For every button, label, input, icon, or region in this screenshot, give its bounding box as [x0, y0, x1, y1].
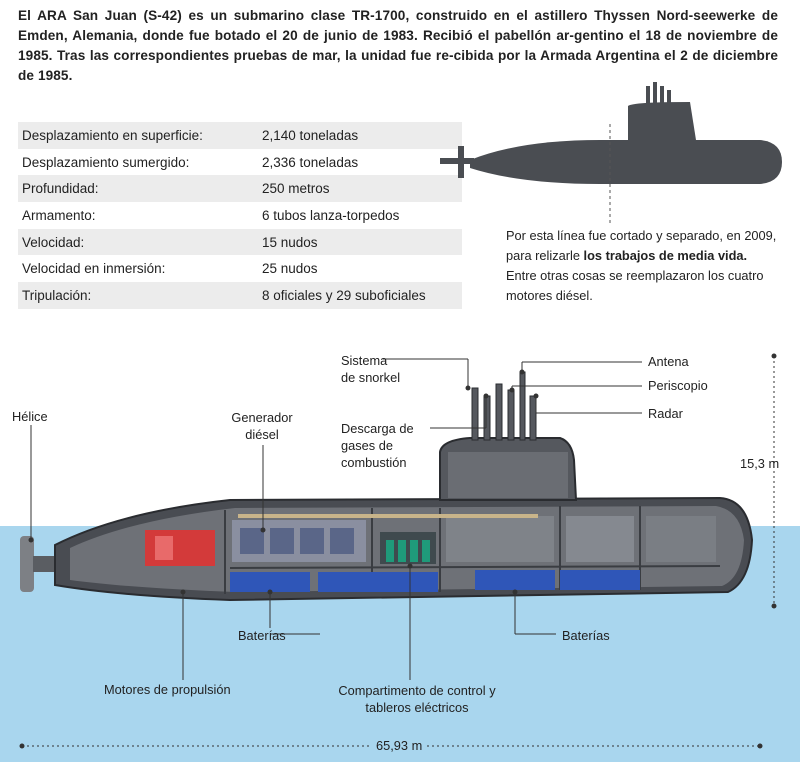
submarine-cutaway — [20, 371, 754, 602]
spec-value: 2,140 toneladas — [258, 122, 462, 149]
submarine-silhouette — [440, 82, 782, 226]
label-antena: Antena — [648, 354, 689, 369]
control-panels — [386, 540, 394, 562]
radar-mast — [529, 395, 537, 441]
label-periscopio: Periscopio — [648, 378, 708, 393]
spec-label: Armamento: — [22, 207, 96, 223]
label-motores: Motores de propulsión — [104, 682, 231, 697]
spec-label: Profundidad: — [18, 175, 258, 203]
spec-row: Desplazamiento sumergido: 2,336 toneladas — [18, 149, 462, 176]
spec-row: Velocidad en inmersión: 25 nudos — [18, 255, 462, 282]
specs-table: Desplazamiento en superficie:2,140 tonel… — [18, 122, 462, 309]
label-control: Compartimento de control y tableros eléc… — [322, 682, 512, 716]
label-altura: 15,3 m — [740, 456, 780, 471]
label-generador: Generador diésel — [226, 409, 298, 443]
refit-note-text: Por esta línea fue cortado y separado, e… — [506, 228, 777, 263]
battery-bank — [230, 572, 310, 592]
snorkel-mast — [471, 387, 479, 441]
label-helice: Hélice — [12, 409, 48, 424]
label-generador-line1: Generador — [231, 410, 293, 425]
label-snorkel: Sistema de snorkel — [341, 352, 400, 386]
spec-label: Velocidad: — [18, 228, 258, 256]
label-snorkel-line1: Sistema — [341, 353, 388, 368]
refit-note-text-end: Entre otras cosas se reemplazaron los cu… — [506, 268, 764, 303]
label-descarga-line2: gases de — [341, 438, 393, 453]
antenna-mast — [519, 371, 526, 441]
spec-label: Velocidad en inmersión: — [22, 261, 166, 277]
refit-note-bold: los trabajos de media vida. — [583, 248, 748, 263]
spec-value: 15 nudos — [258, 228, 462, 256]
spec-label: Tripulación: — [18, 282, 258, 309]
spec-row: Profundidad:250 metros — [18, 175, 462, 203]
label-snorkel-line2: de snorkel — [341, 370, 401, 385]
label-baterias-left: Baterías — [238, 628, 286, 643]
refit-note: Por esta línea fue cortado y separado, e… — [506, 226, 778, 306]
spec-value: 6 tubos lanza-torpedos — [262, 207, 400, 223]
propeller — [20, 536, 34, 592]
label-descarga: Descarga de gases de combustión — [341, 420, 414, 471]
spec-row: Velocidad:15 nudos — [18, 228, 462, 256]
label-descarga-line1: Descarga de — [341, 421, 414, 436]
label-generador-line2: diésel — [245, 427, 279, 442]
label-descarga-line3: combustión — [341, 455, 407, 470]
spec-label: Desplazamiento en superficie: — [18, 122, 258, 149]
spec-value: 25 nudos — [262, 261, 318, 277]
label-radar: Radar — [648, 406, 683, 421]
spec-value: 2,336 toneladas — [262, 154, 359, 170]
label-baterias-right: Baterías — [562, 628, 610, 643]
spec-value: 8 oficiales y 29 suboficiales — [258, 282, 462, 309]
label-control-line2: tableros eléctricos — [365, 700, 469, 715]
label-control-line1: Compartimento de control y — [338, 683, 496, 698]
label-longitud: 65,93 m — [372, 737, 427, 754]
spec-row: Armamento: 6 tubos lanza-torpedos — [18, 202, 462, 229]
spec-row: Desplazamiento en superficie:2,140 tonel… — [18, 122, 462, 149]
spec-label: Desplazamiento sumergido: — [22, 154, 190, 170]
spec-row: Tripulación:8 oficiales y 29 suboficiale… — [18, 282, 462, 309]
spec-value: 250 metros — [258, 175, 462, 203]
intro-paragraph: El ARA San Juan (S-42) es un submarino c… — [18, 8, 778, 83]
